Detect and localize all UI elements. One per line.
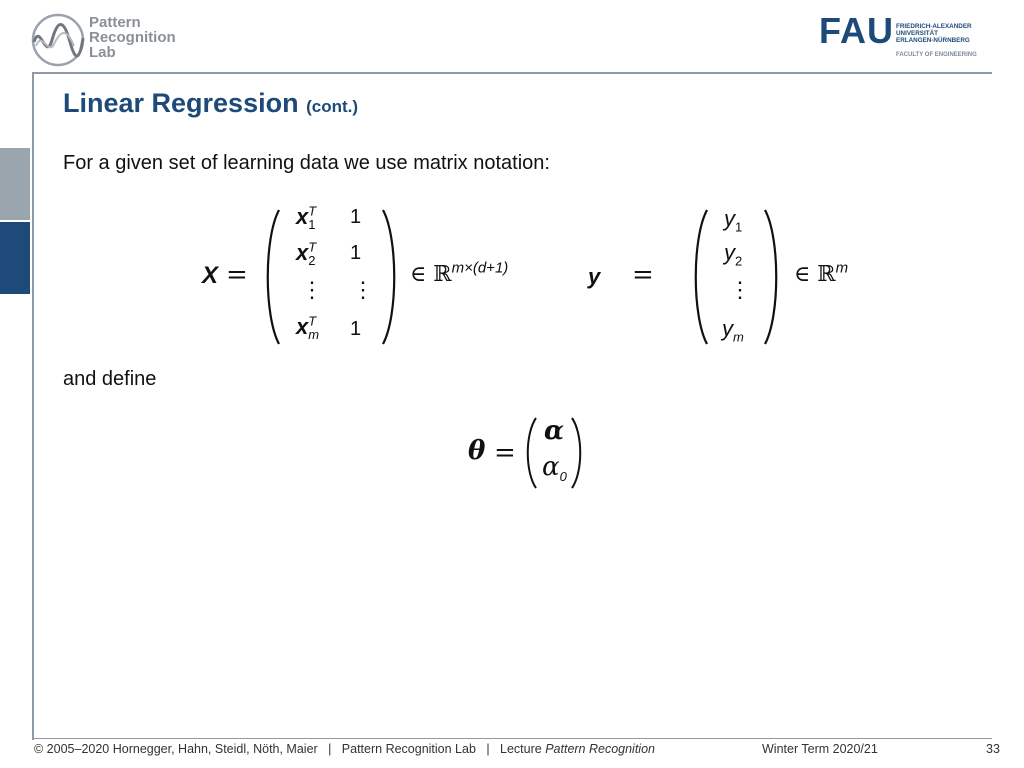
slide-title: Linear Regression (cont.) xyxy=(63,88,358,119)
footer-term: Winter Term 2020/21 xyxy=(762,742,878,756)
footer-rule xyxy=(32,738,992,739)
dimension: m×(d+1) xyxy=(451,259,509,277)
element-of: ∈ ℝm×(d+1) xyxy=(410,259,509,287)
vertical-dots: ⋮ xyxy=(352,278,374,303)
in-symbol: ∈ xyxy=(794,262,811,287)
y-letter: y xyxy=(724,206,735,231)
transpose: T xyxy=(308,313,317,329)
lab-logo-line: Lab xyxy=(89,44,116,61)
fau-name: FRIEDRICH-ALEXANDER UNIVERSITÄT ERLANGEN… xyxy=(896,23,972,44)
element-of: ∈ ℝm xyxy=(794,259,849,287)
in-symbol: ∈ xyxy=(410,262,427,287)
left-paren-icon xyxy=(694,209,708,345)
footer-separator: | xyxy=(328,742,332,756)
alpha-symbol: α xyxy=(544,416,565,446)
footer-left: © 2005–2020 Hornegger, Hahn, Steidl, Nöt… xyxy=(34,742,655,756)
fau-letters: FAU xyxy=(819,10,894,51)
subscript: 1 xyxy=(308,217,316,233)
lab-logo-line: Recognition xyxy=(89,29,176,46)
equals-sign: = xyxy=(226,260,248,290)
copyright: © 2005–2020 Hornegger, Hahn, Steidl, Nöt… xyxy=(34,742,318,756)
vector-entry: ym xyxy=(722,316,744,345)
right-paren-icon xyxy=(382,209,396,345)
transpose: T xyxy=(308,203,317,219)
equals-sign: = xyxy=(494,438,516,468)
subscript: 1 xyxy=(735,219,743,235)
subscript: 2 xyxy=(308,253,316,269)
left-rule xyxy=(32,72,34,740)
y-letter: y xyxy=(724,240,735,265)
subscript: 2 xyxy=(735,253,743,269)
matrix-entry: xT2 xyxy=(296,239,317,269)
lab-logo-text: Pattern Recognition Lab xyxy=(89,15,176,60)
X-symbol: X xyxy=(202,262,219,289)
reals-symbol: ℝ xyxy=(433,262,452,287)
x-vector: x xyxy=(296,314,309,339)
theta-symbol: θ xyxy=(468,436,486,466)
header-rule xyxy=(32,72,992,74)
dimension: m xyxy=(835,259,849,277)
fau-name-line: UNIVERSITÄT xyxy=(896,30,938,37)
fau-faculty: FACULTY OF ENGINEERING xyxy=(896,52,977,58)
reals-symbol: ℝ xyxy=(817,262,836,287)
alpha0-symbol: α0 xyxy=(542,452,567,485)
vertical-dots: ⋮ xyxy=(729,278,751,303)
footer-lecture-prefix: Lecture xyxy=(500,742,542,756)
matrix-entry: 1 xyxy=(350,242,362,264)
x-vector: x xyxy=(296,204,309,229)
lab-logo-line: Pattern xyxy=(89,14,141,31)
intro-text: For a given set of learning data we use … xyxy=(63,152,550,174)
pattern-recognition-lab-logo: Pattern Recognition Lab xyxy=(30,12,190,68)
footer-lecture-name: Pattern Recognition xyxy=(545,742,655,756)
matrix-entry: 1 xyxy=(350,206,362,228)
vector-entry: y2 xyxy=(724,240,743,269)
section-marker-grey xyxy=(0,148,30,220)
alpha-letter: α xyxy=(542,452,560,482)
footer-lab: Pattern Recognition Lab xyxy=(341,742,476,756)
fau-name-line: ERLANGEN-NÜRNBERG xyxy=(896,37,970,44)
right-paren-icon xyxy=(764,209,778,345)
lab-logo-icon xyxy=(31,13,85,67)
section-marker-active xyxy=(0,222,30,294)
vertical-dots: ⋮ xyxy=(301,278,323,303)
fau-logo: FAU FRIEDRICH-ALEXANDER UNIVERSITÄT ERLA… xyxy=(819,10,984,62)
x-vector: x xyxy=(296,240,309,265)
left-paren-icon xyxy=(526,417,537,489)
fau-name-line: FRIEDRICH-ALEXANDER xyxy=(896,23,972,30)
footer-separator: | xyxy=(486,742,490,756)
slide-title-text: Linear Regression xyxy=(63,88,299,118)
page-number: 33 xyxy=(986,742,1000,756)
matrix-entry: xTm xyxy=(296,313,320,343)
matrix-entry: 1 xyxy=(350,318,362,340)
matrix-entry: xT1 xyxy=(296,203,317,233)
subscript: m xyxy=(733,329,744,345)
y-symbol: y xyxy=(588,264,601,289)
y-letter: y xyxy=(722,316,733,341)
equals-sign: = xyxy=(632,260,654,290)
left-paren-icon xyxy=(266,209,280,345)
vector-entry: y1 xyxy=(724,206,743,235)
slide-title-suffix: (cont.) xyxy=(306,97,359,116)
transpose: T xyxy=(308,239,317,255)
define-text: and define xyxy=(63,368,157,390)
subscript: m xyxy=(308,327,320,343)
right-paren-icon xyxy=(571,417,582,489)
subscript: 0 xyxy=(559,469,567,485)
